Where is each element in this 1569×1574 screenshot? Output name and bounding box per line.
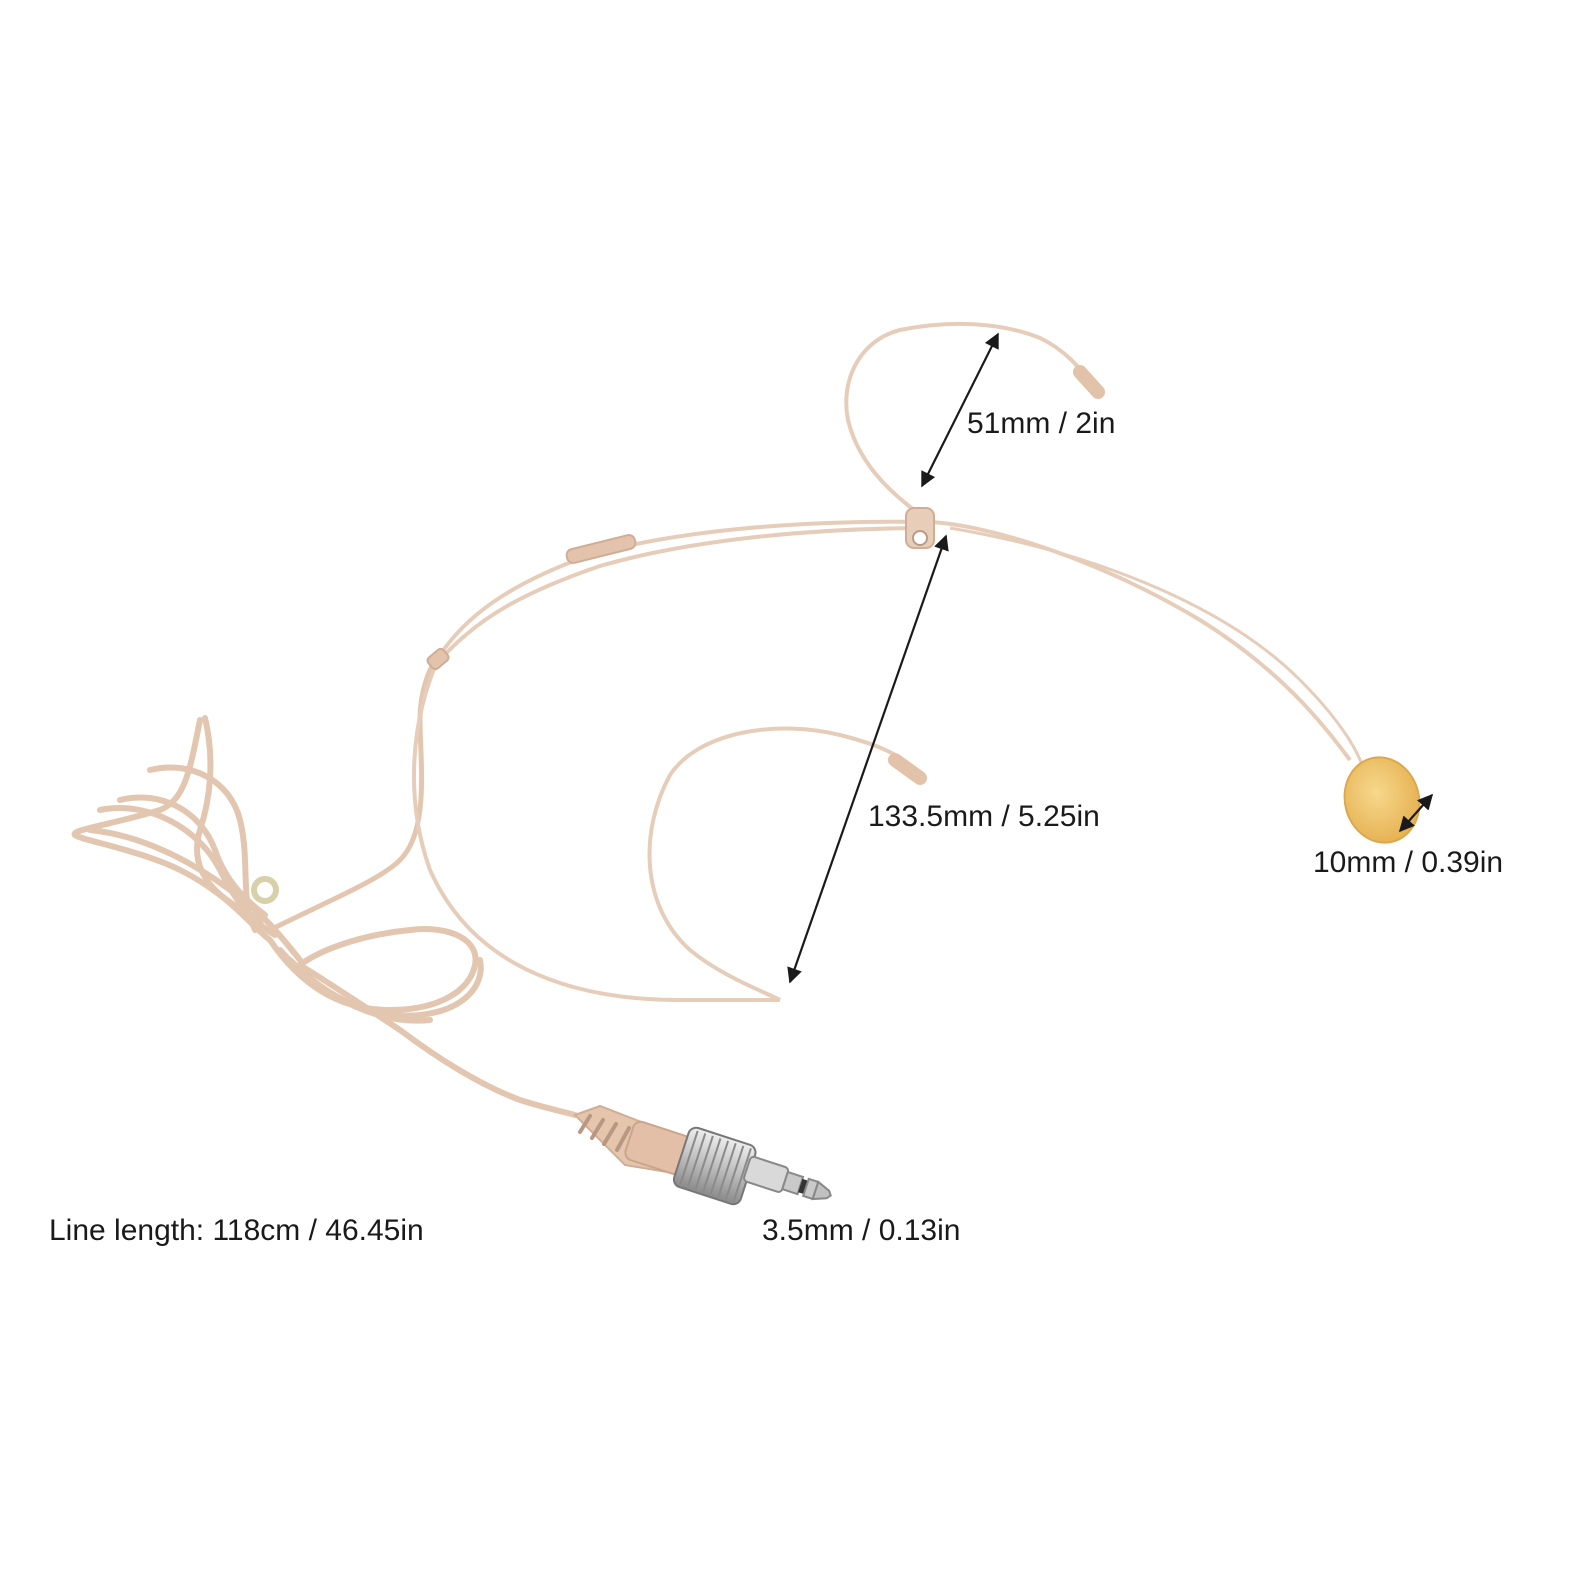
jack-plug bbox=[743, 1155, 832, 1201]
boom-length-dimension-label: 133.5mm / 5.25in bbox=[868, 800, 1100, 833]
plug-size-label: 3.5mm / 0.13in bbox=[762, 1214, 961, 1247]
cable-clip bbox=[251, 876, 279, 904]
boom-pivot bbox=[905, 507, 935, 549]
lower-ear-hook bbox=[647, 726, 917, 1002]
upper-ear-hook-tip bbox=[1073, 365, 1105, 399]
slider-sleeve bbox=[565, 534, 637, 564]
arrow-boom-length bbox=[787, 534, 949, 984]
neckband bbox=[411, 519, 1352, 1003]
lower-ear-hook-tip bbox=[888, 753, 927, 785]
arrow-ear-hook bbox=[921, 332, 999, 488]
cable-coil bbox=[71, 715, 578, 1118]
boom-arm bbox=[949, 526, 1364, 766]
foam-size-dimension-label: 10mm / 0.39in bbox=[1313, 846, 1504, 879]
line-length-label: Line length: 118cm / 46.45in bbox=[49, 1214, 424, 1247]
slider-clip bbox=[426, 647, 450, 671]
dimension-arrows bbox=[787, 332, 1434, 984]
arrow-foam-size bbox=[1398, 793, 1434, 833]
foam-windscreen bbox=[1343, 756, 1421, 844]
ear-hook-dimension-label: 51mm / 2in bbox=[967, 407, 1116, 440]
upper-ear-hook bbox=[844, 321, 1092, 524]
